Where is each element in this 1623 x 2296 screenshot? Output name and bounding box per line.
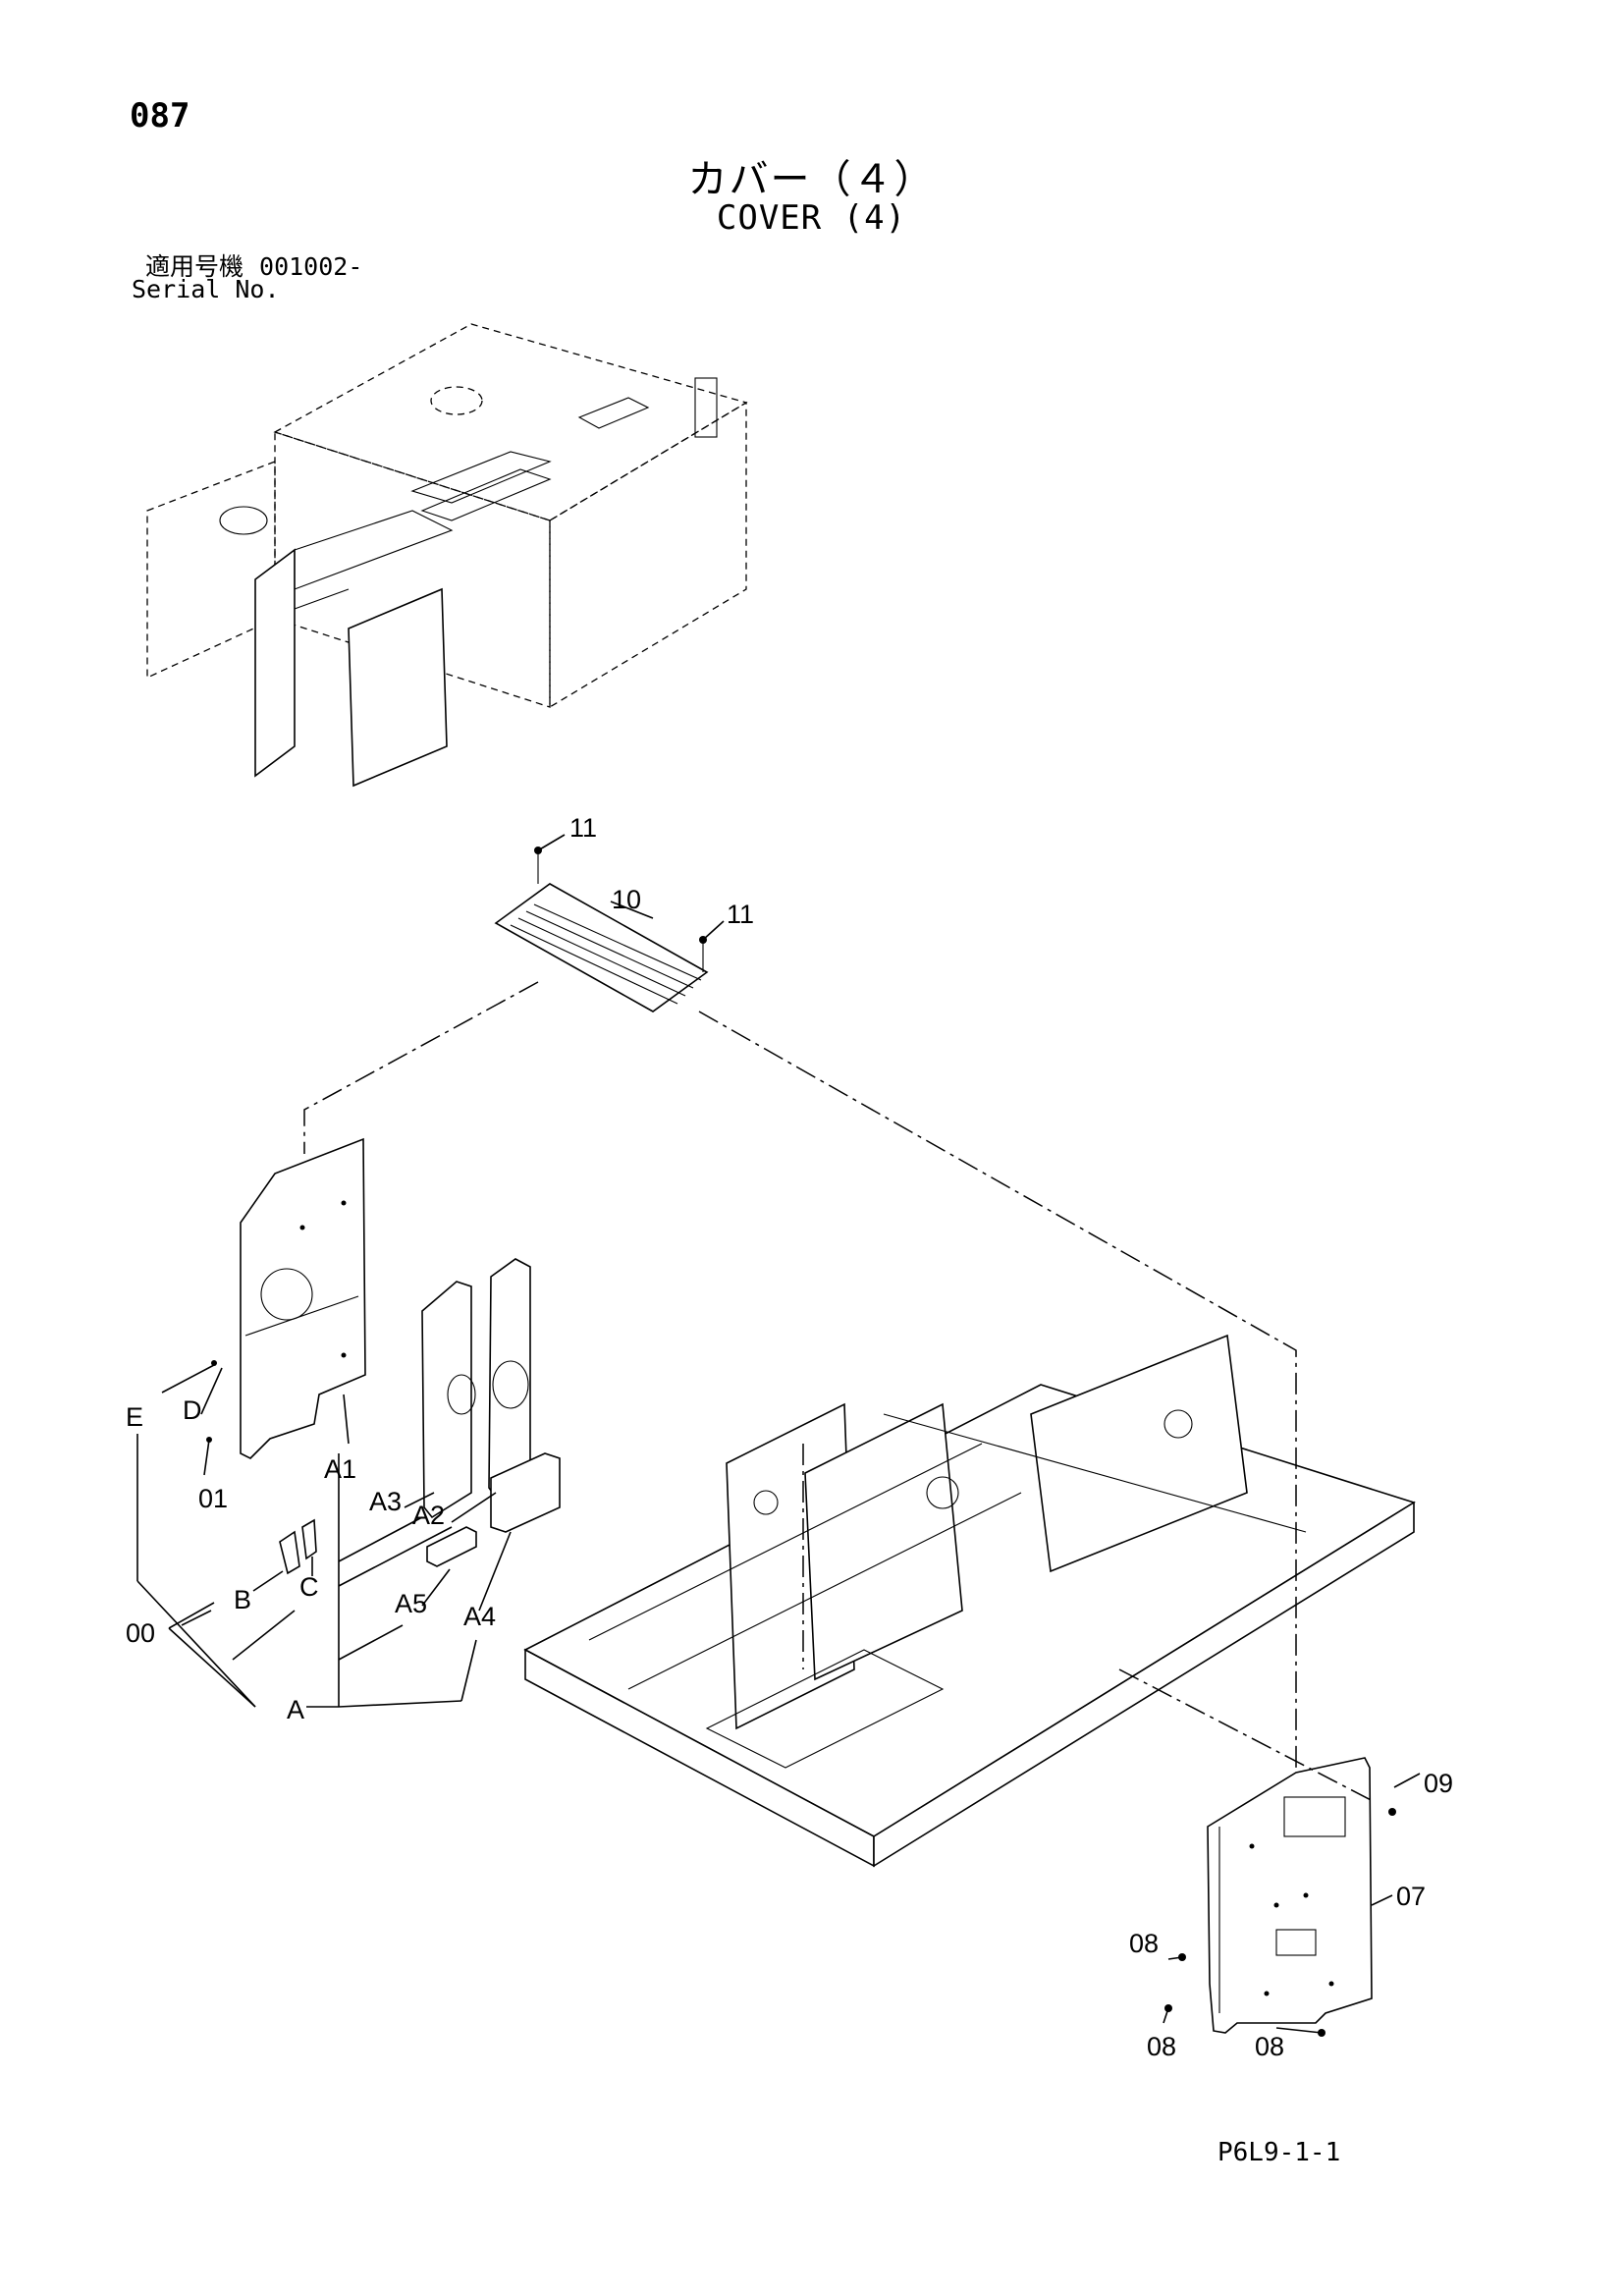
callout-labels: 11 10 11 E D 01 A1 A3 A2 B C 00 A5 A4 A … bbox=[126, 813, 1453, 2061]
leader-lines bbox=[136, 834, 1421, 2034]
callout-A3: A3 bbox=[369, 1487, 402, 1516]
callout-A2: A2 bbox=[412, 1501, 445, 1530]
page-title-jp: カバー（４） bbox=[687, 157, 936, 202]
callout-01: 01 bbox=[198, 1484, 228, 1513]
callout-10: 10 bbox=[612, 885, 641, 914]
panel-A3 bbox=[421, 1281, 476, 1519]
right-cover-07 bbox=[1164, 1757, 1396, 2037]
assembly-guide-lines bbox=[303, 981, 1376, 1803]
serial-label-en: Serial No. bbox=[132, 275, 280, 303]
main-frame bbox=[523, 1334, 1416, 1868]
overview-highlighted-covers bbox=[254, 510, 454, 788]
page-title-en: COVER (4) bbox=[716, 198, 907, 238]
page-number: 087 bbox=[130, 96, 190, 136]
callout-08-bottom-left: 08 bbox=[1147, 2032, 1176, 2061]
callout-A5: A5 bbox=[395, 1589, 427, 1618]
callout-C: C bbox=[299, 1572, 319, 1602]
callout-08-left: 08 bbox=[1129, 1929, 1159, 1958]
drawing-code: P6L9-1-1 bbox=[1217, 2138, 1341, 2167]
panel-A2 bbox=[488, 1258, 531, 1500]
callout-11-top: 11 bbox=[569, 813, 597, 843]
pad-A5 bbox=[426, 1526, 477, 1567]
callout-08-bottom-right: 08 bbox=[1255, 2032, 1284, 2061]
callout-00: 00 bbox=[126, 1618, 155, 1648]
callout-11-right: 11 bbox=[727, 900, 754, 929]
brackets-B-C bbox=[206, 1360, 317, 1575]
callout-09: 09 bbox=[1424, 1769, 1453, 1798]
serial-label-jp-text: 適用号機 bbox=[145, 252, 244, 281]
left-cover-A1 bbox=[240, 1137, 366, 1459]
callout-B: B bbox=[234, 1585, 251, 1614]
overview-grille bbox=[410, 397, 650, 521]
callout-A4: A4 bbox=[463, 1602, 496, 1631]
callout-A1: A1 bbox=[324, 1454, 356, 1484]
pad-A4 bbox=[490, 1452, 561, 1533]
serial-label-jp: 適用号機 001002- bbox=[145, 247, 362, 283]
overview-machine-illustration bbox=[146, 323, 748, 788]
callout-07: 07 bbox=[1396, 1882, 1426, 1911]
top-cover-plate-10 bbox=[494, 847, 709, 1012]
serial-range: 001002- bbox=[259, 252, 363, 281]
callout-D: D bbox=[183, 1395, 202, 1425]
callout-A: A bbox=[287, 1695, 304, 1724]
callout-E: E bbox=[126, 1402, 143, 1432]
